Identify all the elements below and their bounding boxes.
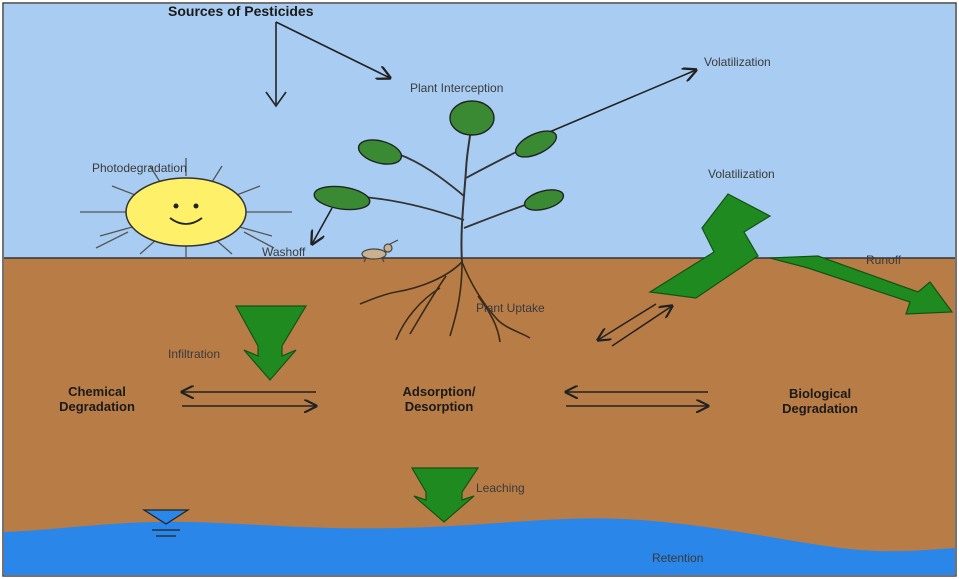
label-runoff: Runoff — [866, 254, 901, 266]
label-chemical-line1: Chemical — [22, 384, 172, 399]
label-sources-of-pesticides: Sources of Pesticides — [168, 4, 314, 19]
label-adsorption-desorption: Adsorption/ Desorption — [364, 384, 514, 414]
label-biological-line2: Degradation — [738, 401, 902, 416]
label-volatilization-top: Volatilization — [704, 56, 771, 68]
label-adsorption-line1: Adsorption/ — [364, 384, 514, 399]
label-biological-degradation: Biological Degradation — [738, 386, 902, 416]
label-plant-uptake: Plant Uptake — [476, 302, 545, 314]
label-plant-interception: Plant Interception — [410, 82, 503, 94]
label-retention: Retention — [652, 552, 703, 564]
label-biological-line1: Biological — [738, 386, 902, 401]
label-chemical-line2: Degradation — [22, 399, 172, 414]
label-volatilization-right: Volatilization — [708, 168, 775, 180]
label-photodegradation: Photodegradation — [92, 162, 187, 174]
label-washoff: Washoff — [262, 246, 305, 258]
label-infiltration: Infiltration — [168, 348, 220, 360]
label-chemical-degradation: Chemical Degradation — [22, 384, 172, 414]
label-adsorption-line2: Desorption — [364, 399, 514, 414]
label-leaching: Leaching — [476, 482, 525, 494]
